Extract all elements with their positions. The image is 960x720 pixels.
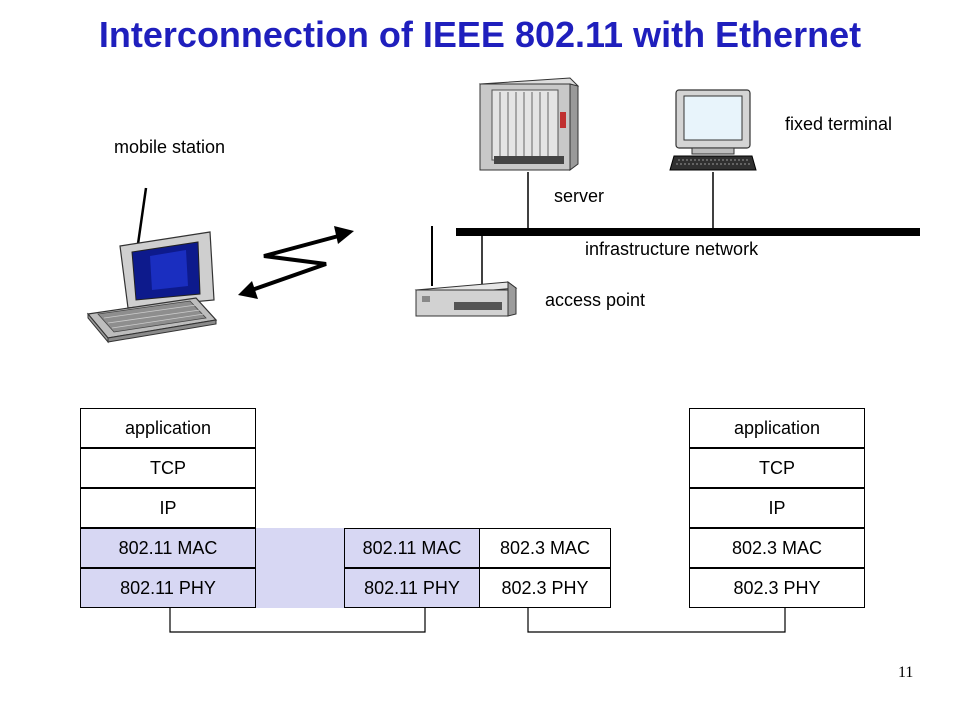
stack-layer-phy: 802.3 PHY bbox=[479, 568, 611, 608]
stack-layer-phy: 802.3 PHY bbox=[689, 568, 865, 608]
fixed-terminal-label: fixed terminal bbox=[785, 114, 893, 134]
stack-layer-phy: 802.11 PHY bbox=[344, 568, 480, 608]
wireless-connection-line bbox=[169, 608, 426, 633]
stack-layer-ip: IP bbox=[689, 488, 865, 528]
fixed-terminal-icon bbox=[669, 89, 757, 171]
page-title: Interconnection of IEEE 802.11 with Ethe… bbox=[98, 14, 862, 55]
server-label: server bbox=[554, 186, 605, 206]
wireless-medium-band bbox=[256, 528, 344, 608]
stack-layer-ip: IP bbox=[80, 488, 256, 528]
stack-layer-application: application bbox=[80, 408, 256, 448]
stack-layer-tcp: TCP bbox=[689, 448, 865, 488]
infrastructure-network-line bbox=[456, 228, 920, 236]
stack-layer-application: application bbox=[689, 408, 865, 448]
server-icon bbox=[478, 77, 580, 171]
stack-layer-mac: 802.3 MAC bbox=[479, 528, 611, 568]
access-point-icon bbox=[414, 226, 518, 317]
stack-layer-mac: 802.11 MAC bbox=[80, 528, 256, 568]
stack-layer-tcp: TCP bbox=[80, 448, 256, 488]
wireless-link-icon bbox=[238, 226, 354, 299]
stack-layer-mac: 802.3 MAC bbox=[689, 528, 865, 568]
mobile-station-label: mobile station bbox=[114, 137, 226, 157]
stack-layer-phy: 802.11 PHY bbox=[80, 568, 256, 608]
mobile-station-icon bbox=[86, 187, 218, 344]
ethernet-connection-line bbox=[527, 608, 786, 633]
access-point-label: access point bbox=[545, 290, 646, 310]
page-number: 11 bbox=[898, 664, 914, 681]
stack-layer-mac: 802.11 MAC bbox=[344, 528, 480, 568]
infrastructure-network-label: infrastructure network bbox=[585, 239, 759, 259]
